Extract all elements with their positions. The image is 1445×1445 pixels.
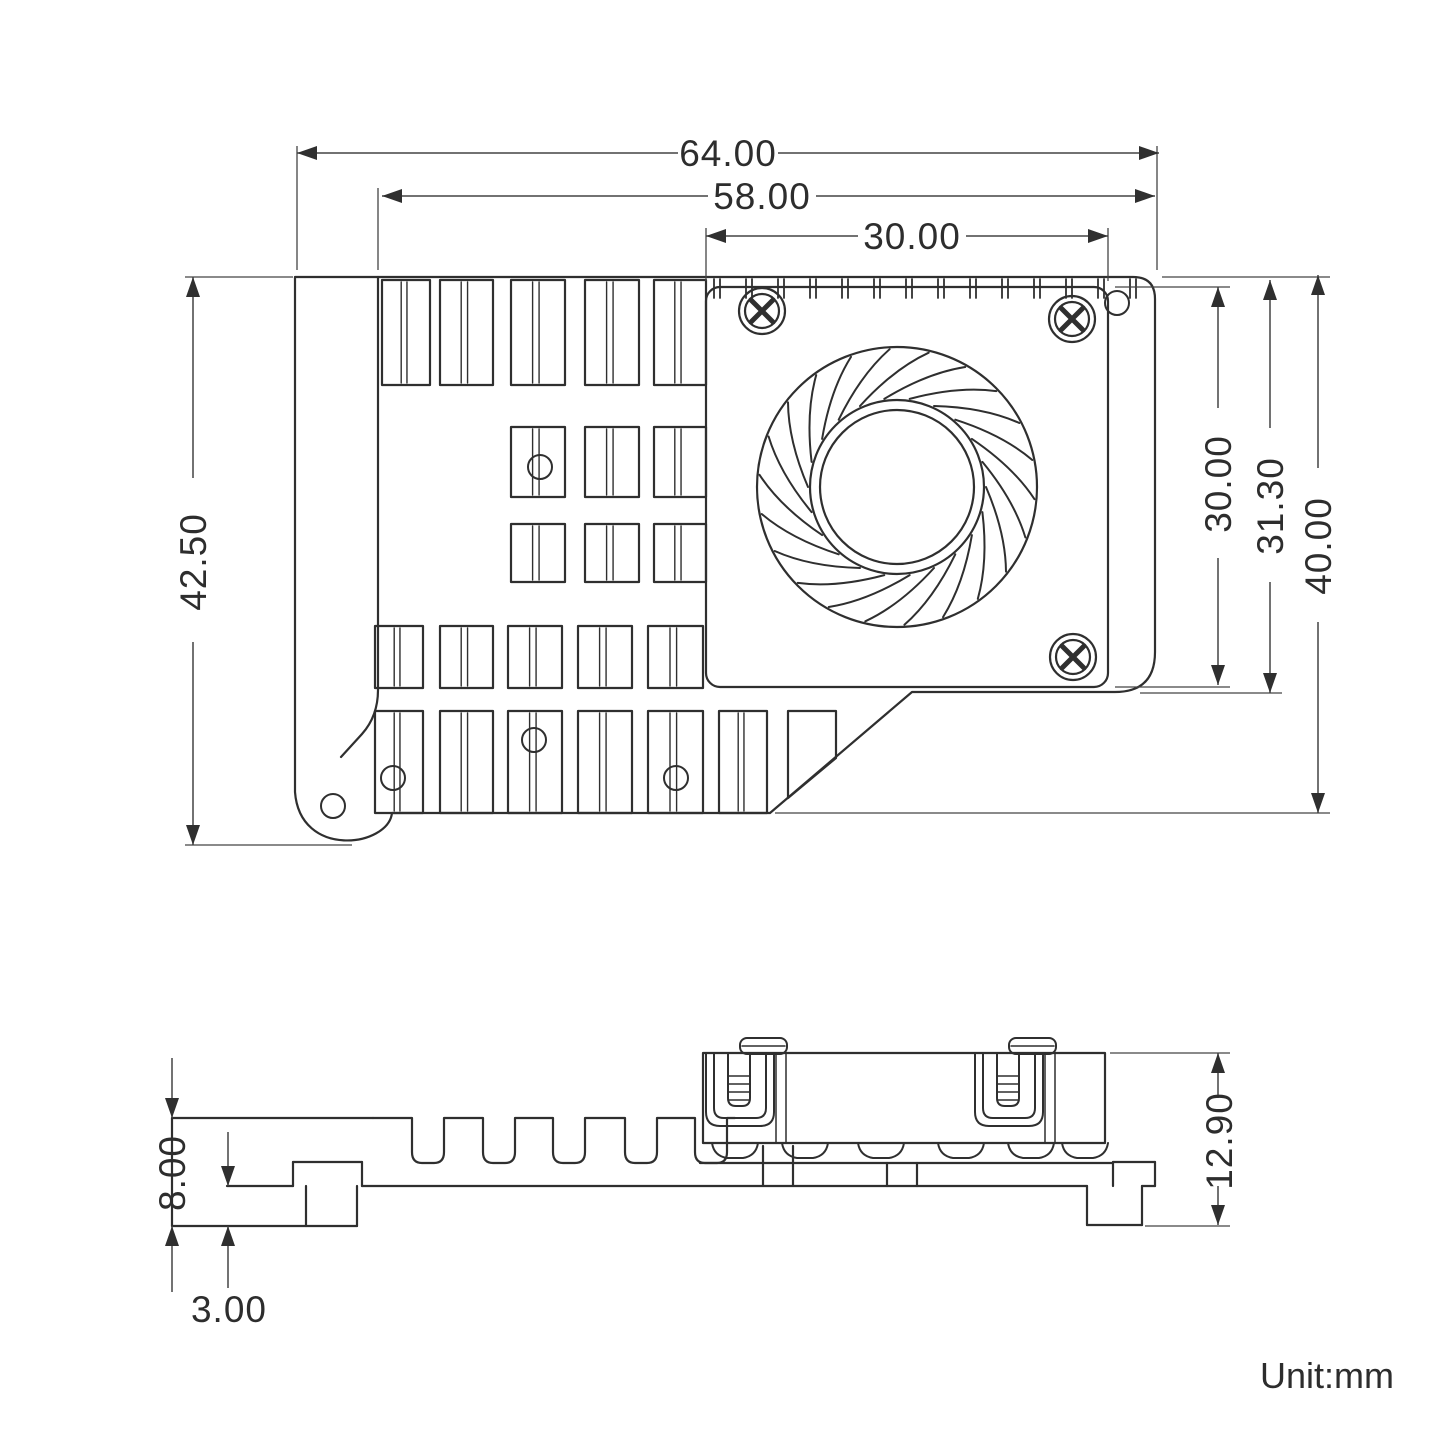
spring-screw-icon: [705, 1037, 788, 1144]
dim-label-width-body: 58.00: [713, 176, 811, 217]
fan-rotor-outer: [808, 398, 986, 576]
extension-lines: [185, 146, 1330, 1227]
spring-screw-icon: [974, 1037, 1057, 1144]
dimension-arrowhead: [221, 1226, 235, 1246]
dim-label-height-left: 42.50: [173, 513, 214, 611]
corner-hole: [1104, 290, 1130, 316]
dimension-line-segments: [171, 152, 1319, 1292]
spring-screw-assemblies: [705, 1037, 1057, 1144]
dim-label-height-right: 40.00: [1298, 497, 1339, 595]
screw-hole: [527, 454, 553, 480]
fin-block: [509, 425, 567, 499]
dim-label-fan-height: 30.00: [1198, 435, 1239, 533]
heatsink-body-outline: [293, 275, 1157, 842]
dimension-arrowhead: [1211, 1053, 1225, 1073]
fin-block: [652, 425, 708, 499]
heatsink-fins: [373, 278, 838, 815]
dimension-arrowhead: [221, 1166, 235, 1186]
fin-block: [438, 709, 495, 815]
dimension-arrowhead: [1311, 793, 1325, 813]
top-view: [293, 275, 1157, 842]
fan-rotor-inner: [818, 408, 976, 566]
dimension-arrowhead: [165, 1226, 179, 1246]
dimension-arrowhead: [1263, 673, 1277, 693]
dim-label-side-base: 3.00: [191, 1289, 267, 1330]
fan-blades: [758, 348, 1036, 626]
dimension-arrowhead: [1211, 287, 1225, 307]
dim-label-side-height: 8.00: [152, 1135, 193, 1211]
fin-block: [506, 624, 564, 690]
fin-block: [380, 278, 432, 387]
dimension-arrowhead: [1263, 280, 1277, 300]
dimension-arrowhead: [1211, 1205, 1225, 1225]
phillips-screws: [737, 286, 1098, 682]
dimension-arrowhead: [1088, 229, 1108, 243]
fin-block: [583, 425, 641, 499]
side-view: [170, 1037, 1157, 1228]
fin-block-clipped: [786, 709, 838, 800]
dimension-arrowhead: [382, 189, 402, 203]
fin-block: [646, 624, 705, 690]
dimension-arrowhead: [1311, 275, 1325, 295]
dimension-lines: [165, 146, 1330, 1292]
dim-label-fan-mount-height: 31.30: [1250, 457, 1291, 555]
dimension-arrowhead: [1135, 189, 1155, 203]
screw-hole: [521, 727, 547, 753]
phillips-screw-icon: [1048, 632, 1098, 682]
side-profile-lines: [170, 1116, 1157, 1228]
dim-label-side-total: 12.90: [1199, 1092, 1240, 1190]
dimension-arrowhead: [1139, 146, 1159, 160]
dimension-arrowhead: [165, 1098, 179, 1118]
dimension-arrows: [165, 146, 1325, 1246]
fin-block: [652, 522, 708, 584]
phillips-screw-icon: [1047, 294, 1097, 344]
screw-hole: [320, 793, 346, 819]
side-fin-comb: [371, 1116, 737, 1165]
screw-hole: [380, 765, 406, 791]
dimension-arrowhead: [706, 229, 726, 243]
fin-block: [583, 522, 641, 584]
fan-block-feet: [711, 1142, 1109, 1159]
fin-block: [652, 278, 708, 387]
dimension-arrowhead: [297, 146, 317, 160]
heatsink-inner-edge: [339, 275, 380, 759]
fin-block: [576, 624, 634, 690]
fan-plate: [704, 285, 1110, 689]
mounting-holes: [320, 454, 689, 819]
dimension-arrowhead: [1211, 665, 1225, 685]
fin-block: [373, 624, 425, 690]
screw-hole: [663, 765, 689, 791]
dimension-arrowhead: [186, 825, 200, 845]
fin-block: [646, 709, 705, 815]
fin-block: [506, 709, 564, 815]
fan-outer-ring: [755, 345, 1039, 629]
fin-block: [438, 624, 495, 690]
phillips-screw-icon: [737, 286, 787, 336]
blower-fan-icon: [755, 345, 1039, 629]
fin-block: [373, 709, 425, 815]
heatsink-top-fin-ticks: [713, 278, 1137, 299]
dim-label-fan-width: 30.00: [863, 216, 961, 257]
fin-block: [509, 278, 567, 387]
fin-block: [438, 278, 495, 387]
dim-label-width-total: 64.00: [679, 133, 777, 174]
fin-block: [717, 709, 769, 815]
fin-block: [509, 522, 567, 584]
dimension-arrowhead: [186, 277, 200, 297]
unit-note: Unit:mm: [1260, 1355, 1394, 1396]
fin-block: [583, 278, 641, 387]
dimension-labels: 64.00 58.00 30.00 42.50 30.00 31.30 40.0…: [152, 133, 1339, 1330]
fin-block: [576, 709, 634, 815]
